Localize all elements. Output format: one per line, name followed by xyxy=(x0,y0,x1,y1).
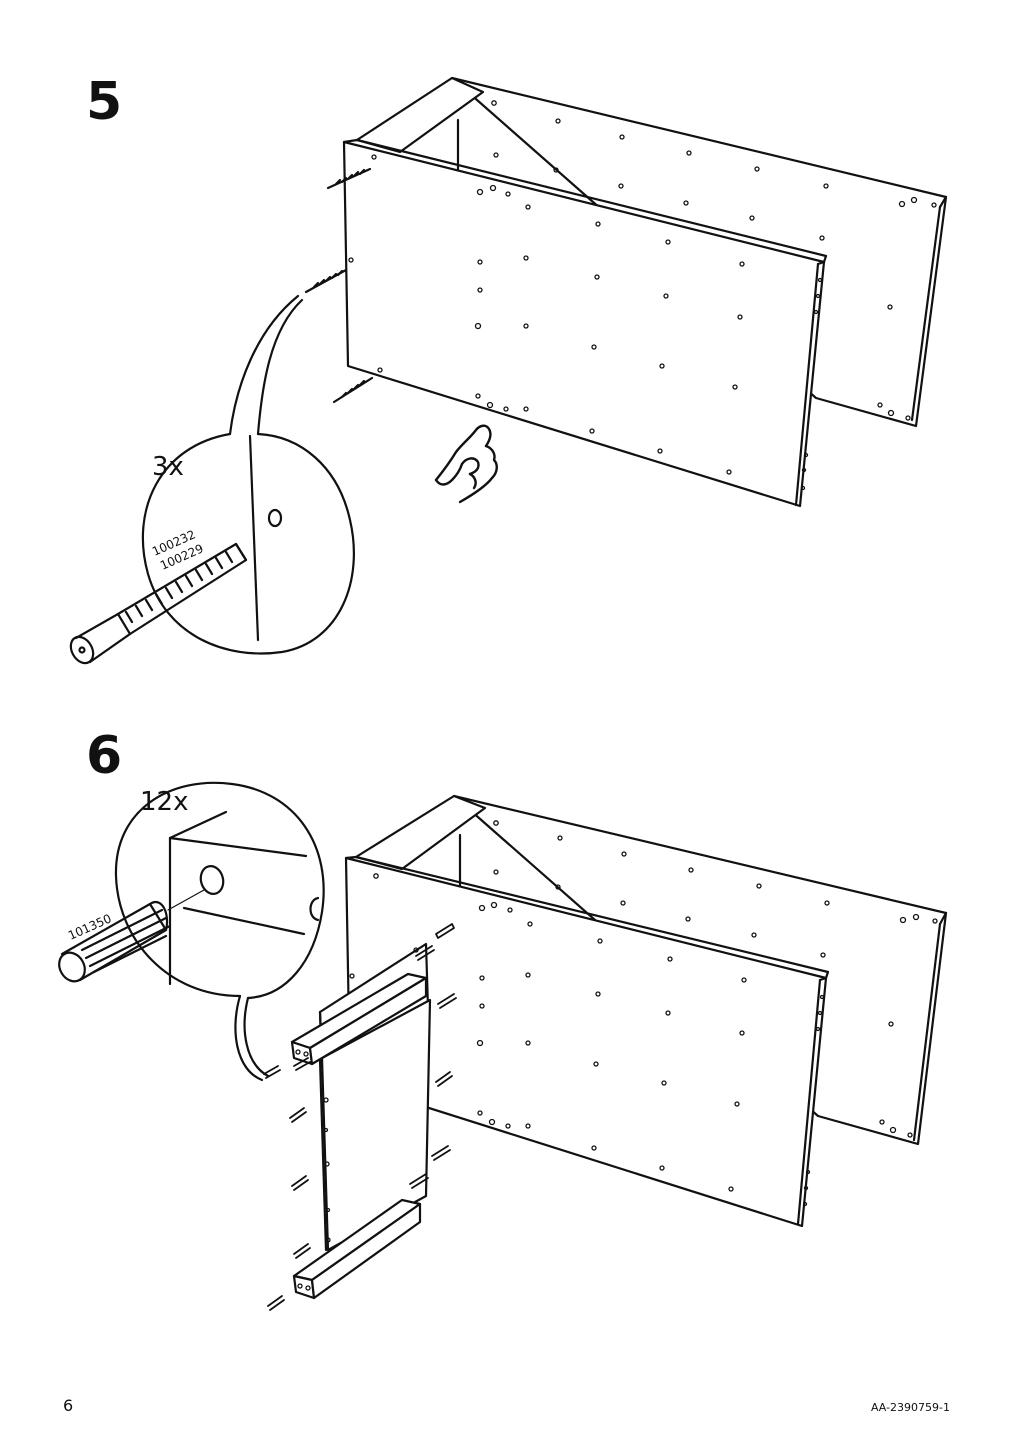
document-code: AA-2390759-1 xyxy=(870,1401,950,1414)
plinth-frame xyxy=(290,942,432,1300)
step5-screw xyxy=(326,167,372,190)
part-quantity: 3x xyxy=(152,452,184,482)
hand-press-icon xyxy=(434,424,498,504)
step6-holes xyxy=(349,820,938,1207)
step6-dowels xyxy=(263,923,457,1311)
page-number: 6 xyxy=(63,1396,74,1415)
step5-cabinet xyxy=(304,76,948,508)
dowel-screw-detail xyxy=(69,542,248,665)
step-number: 5 xyxy=(86,72,123,132)
step6-cabinet xyxy=(344,794,948,1228)
step5-holes xyxy=(348,100,937,491)
part-quantity: 12x xyxy=(140,787,189,817)
step-number: 6 xyxy=(86,726,123,786)
step6-detail-callout xyxy=(58,781,325,1082)
step5-screw xyxy=(332,376,374,404)
step5-screw xyxy=(304,268,348,294)
step5-detail-callout xyxy=(69,294,355,665)
wooden-dowel-detail xyxy=(58,889,205,983)
